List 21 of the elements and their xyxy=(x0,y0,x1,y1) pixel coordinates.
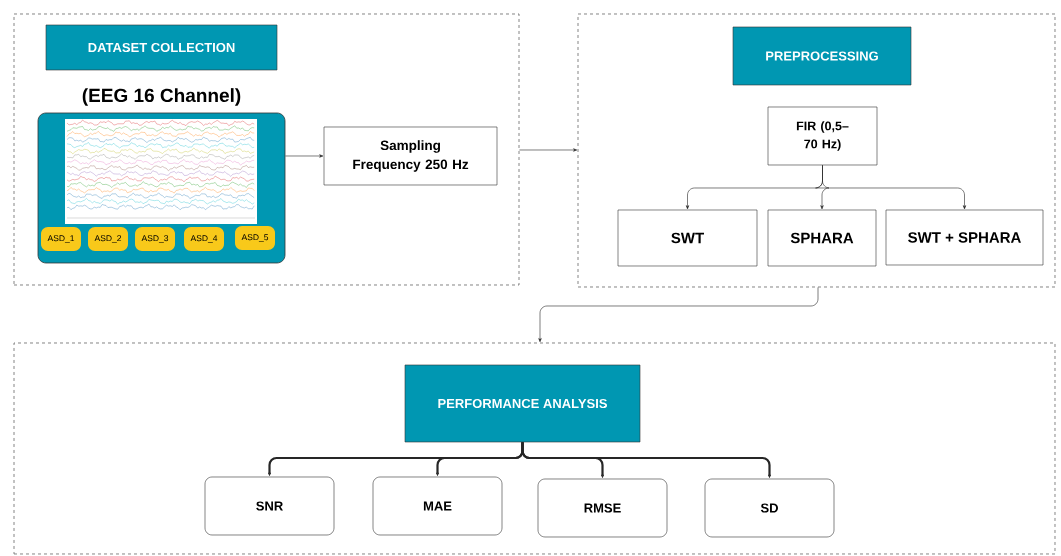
method-box: SWT xyxy=(617,209,758,267)
arrow xyxy=(285,154,324,158)
metric-box: RMSE xyxy=(537,478,668,538)
arrow xyxy=(519,148,578,152)
filter-box: FIR (0,5–70 Hz) xyxy=(767,106,878,166)
process-box: Sampling Frequency 250 Hz xyxy=(323,126,498,186)
method-box: SPHARA xyxy=(767,209,877,267)
dashed-panel xyxy=(577,13,1056,288)
arrow xyxy=(521,442,771,478)
metric-box: SD xyxy=(704,478,835,538)
title-box: PERFORMANCE ANALYSIS xyxy=(404,364,641,443)
arrow xyxy=(538,287,819,343)
title-box: PREPROCESSING xyxy=(732,26,912,86)
method-box: SWT + SPHARA xyxy=(885,209,1044,266)
metric-box: MAE xyxy=(372,476,503,536)
metric-box: SNR xyxy=(204,476,335,536)
dashed-panel xyxy=(13,13,520,286)
title-box: DATASET COLLECTION xyxy=(45,24,278,71)
dashed-panel xyxy=(13,342,1056,555)
node-label: (EEG 16 Channel) xyxy=(82,88,241,106)
arrow xyxy=(822,165,967,210)
